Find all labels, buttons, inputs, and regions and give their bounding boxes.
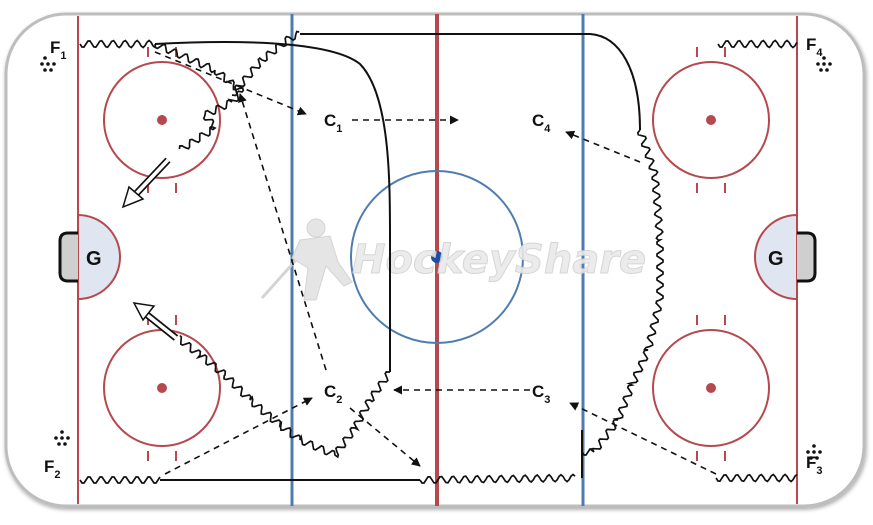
pass-f1-to-c1 xyxy=(154,51,307,116)
pass-f3-to-c3 xyxy=(569,402,717,475)
goalie-right: G xyxy=(768,248,784,270)
player-label-c1: C1 xyxy=(324,111,342,135)
hockeyshare-watermark: HockeyShare xyxy=(260,218,647,301)
skater-silhouette xyxy=(260,218,353,301)
faceoff-circle-top-right xyxy=(652,47,770,193)
player-label-c2: C2 xyxy=(324,382,342,406)
pass-c2-down xyxy=(349,407,421,467)
player-label-f4: F4 xyxy=(806,35,823,59)
pucks-f3 xyxy=(806,444,822,460)
pass-lines xyxy=(154,51,717,475)
center-circle xyxy=(350,170,524,344)
skate-path-f4 xyxy=(300,33,641,131)
wavy-line-f4-start xyxy=(717,39,798,49)
center-faceoff-dot xyxy=(431,251,443,263)
puck-dots xyxy=(40,56,832,460)
faceoff-circle-bottom-right xyxy=(652,315,770,461)
goal-net-left xyxy=(58,231,78,283)
wavy-line-f1-loop xyxy=(231,30,300,97)
wavy-line-f1-start xyxy=(79,39,156,49)
faceoff-circle-top-left xyxy=(103,47,221,193)
shot-arrow-top xyxy=(121,157,171,209)
puck-carry-lines xyxy=(79,30,798,484)
pass-f2-to-c2 xyxy=(164,397,313,475)
watermark-text: HockeyShare xyxy=(352,237,646,283)
wavy-line-c2-loop xyxy=(179,334,391,459)
player-label-c4: C4 xyxy=(532,111,551,135)
pass-c2-up xyxy=(238,93,327,371)
player-label-f3: F3 xyxy=(806,453,823,477)
pucks-f2 xyxy=(54,430,70,446)
player-labels: F1 F2 F3 F4 C1 C2 C3 C4 xyxy=(44,35,823,481)
skate-path-f1 xyxy=(154,41,391,372)
pucks-f1 xyxy=(40,56,56,72)
player-label-f2: F2 xyxy=(44,457,61,481)
wavy-line-f2-start xyxy=(79,476,161,484)
wavy-line-f3-start xyxy=(715,473,798,483)
wavy-line-f2-end xyxy=(419,473,576,484)
wavy-line-f1-drive xyxy=(154,43,245,150)
wavy-line-f4-drive xyxy=(581,129,664,456)
shot-arrow-bottom xyxy=(132,302,179,341)
pucks-f4 xyxy=(816,56,832,72)
pass-to-c4 xyxy=(565,130,641,163)
goalie-left: G xyxy=(86,248,102,270)
goal-net-right xyxy=(797,231,817,283)
player-label-f1: F1 xyxy=(50,38,67,62)
goal-crease-left xyxy=(77,213,121,301)
player-label-c3: C3 xyxy=(532,382,550,406)
goal-crease-right xyxy=(754,213,798,301)
